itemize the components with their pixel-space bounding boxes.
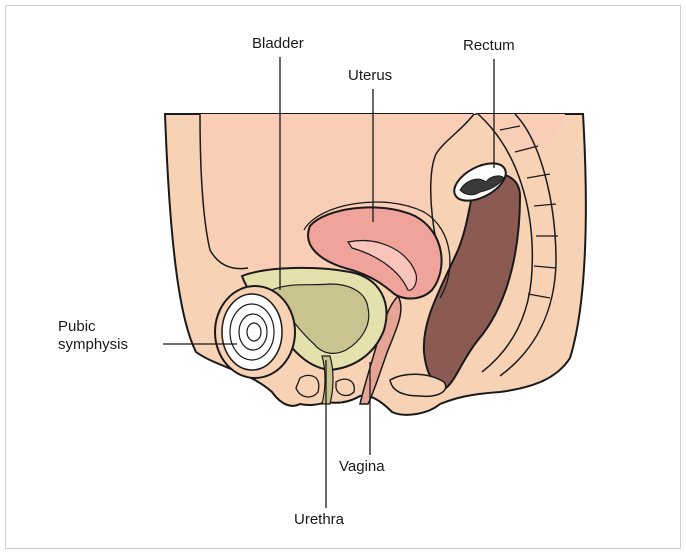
label-pubic-line1: Pubic xyxy=(58,318,128,336)
label-pubic-line2: symphysis xyxy=(58,336,128,354)
pubic-symphysis-bone xyxy=(222,294,282,370)
label-pubic-symphysis: Pubic symphysis xyxy=(58,318,128,354)
inner-fold xyxy=(336,379,354,395)
label-bladder: Bladder xyxy=(252,35,304,53)
label-rectum: Rectum xyxy=(463,37,515,55)
label-uterus: Uterus xyxy=(348,67,392,85)
labia-fold xyxy=(296,375,319,397)
label-urethra: Urethra xyxy=(294,511,344,529)
label-vagina: Vagina xyxy=(339,458,385,476)
